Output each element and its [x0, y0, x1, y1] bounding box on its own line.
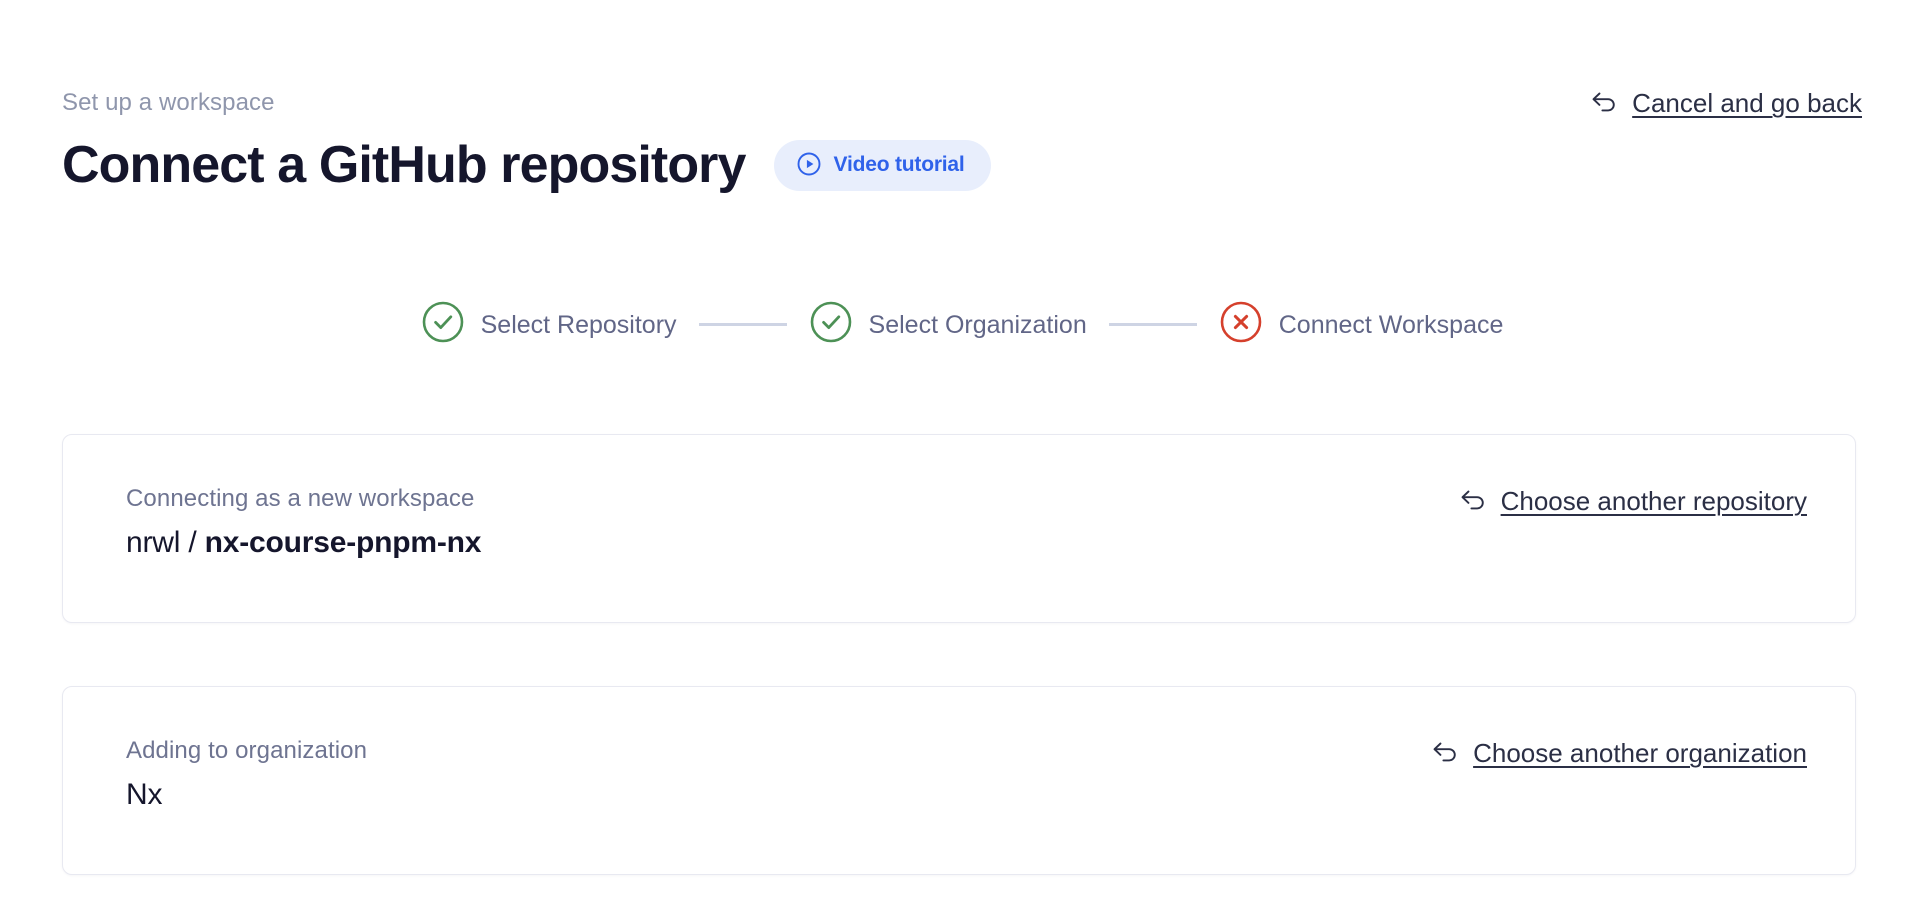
page-header: Set up a workspace Connect a GitHub repo… [62, 88, 1862, 198]
play-circle-icon [796, 151, 822, 180]
repository-card-value: nrwl / nx-course-pnpm-nx [126, 524, 481, 562]
organization-card-value: Nx [126, 778, 163, 811]
step-label: Select Repository [480, 310, 677, 339]
step-label: Connect Workspace [1278, 310, 1504, 339]
page-title: Connect a GitHub repository [62, 136, 746, 194]
step-select-organization[interactable]: Select Organization [809, 300, 1087, 349]
video-tutorial-button[interactable]: Video tutorial [773, 139, 991, 191]
back-arrow-icon [1431, 738, 1461, 769]
organization-card: Adding to organization Nx Choose another… [62, 686, 1856, 875]
step-connector-2 [1108, 323, 1197, 326]
cancel-and-go-back-link[interactable]: Cancel and go back [1590, 87, 1862, 119]
repository-card-caption: Connecting as a new workspace [126, 485, 475, 512]
organization-card-text: Adding to organization Nx [126, 736, 367, 814]
repository-name: nx-course-pnpm-nx [204, 526, 482, 559]
x-circle-icon [1219, 300, 1263, 349]
back-arrow-icon [1590, 88, 1620, 119]
choose-another-organization-link[interactable]: Choose another organization [1431, 737, 1807, 769]
title-row: Connect a GitHub repository Video tutori… [62, 134, 1862, 196]
step-connector-1 [698, 323, 787, 326]
step-connect-workspace[interactable]: Connect Workspace [1219, 300, 1504, 349]
repository-owner: nrwl / [126, 526, 205, 559]
organization-card-content: Adding to organization Nx Choose another… [63, 687, 1855, 874]
step-label: Select Organization [868, 310, 1087, 339]
repository-card-content: Connecting as a new workspace nrwl / nx-… [63, 435, 1855, 622]
breadcrumb-eyebrow: Set up a workspace [62, 89, 275, 116]
progress-stepper: Select Repository Select Organization Co… [0, 300, 1924, 349]
check-circle-icon [421, 300, 465, 349]
repository-card-text: Connecting as a new workspace nrwl / nx-… [126, 484, 481, 562]
check-circle-icon [809, 300, 853, 349]
choose-another-organization-label: Choose another organization [1473, 738, 1807, 768]
cancel-and-go-back-label: Cancel and go back [1632, 88, 1862, 118]
organization-card-caption: Adding to organization [126, 737, 368, 764]
choose-another-repository-label: Choose another repository [1500, 486, 1807, 516]
step-select-repository[interactable]: Select Repository [421, 300, 677, 349]
video-tutorial-label: Video tutorial [833, 153, 965, 176]
back-arrow-icon [1459, 486, 1489, 517]
choose-another-repository-link[interactable]: Choose another repository [1459, 485, 1807, 517]
repository-card: Connecting as a new workspace nrwl / nx-… [62, 434, 1856, 623]
